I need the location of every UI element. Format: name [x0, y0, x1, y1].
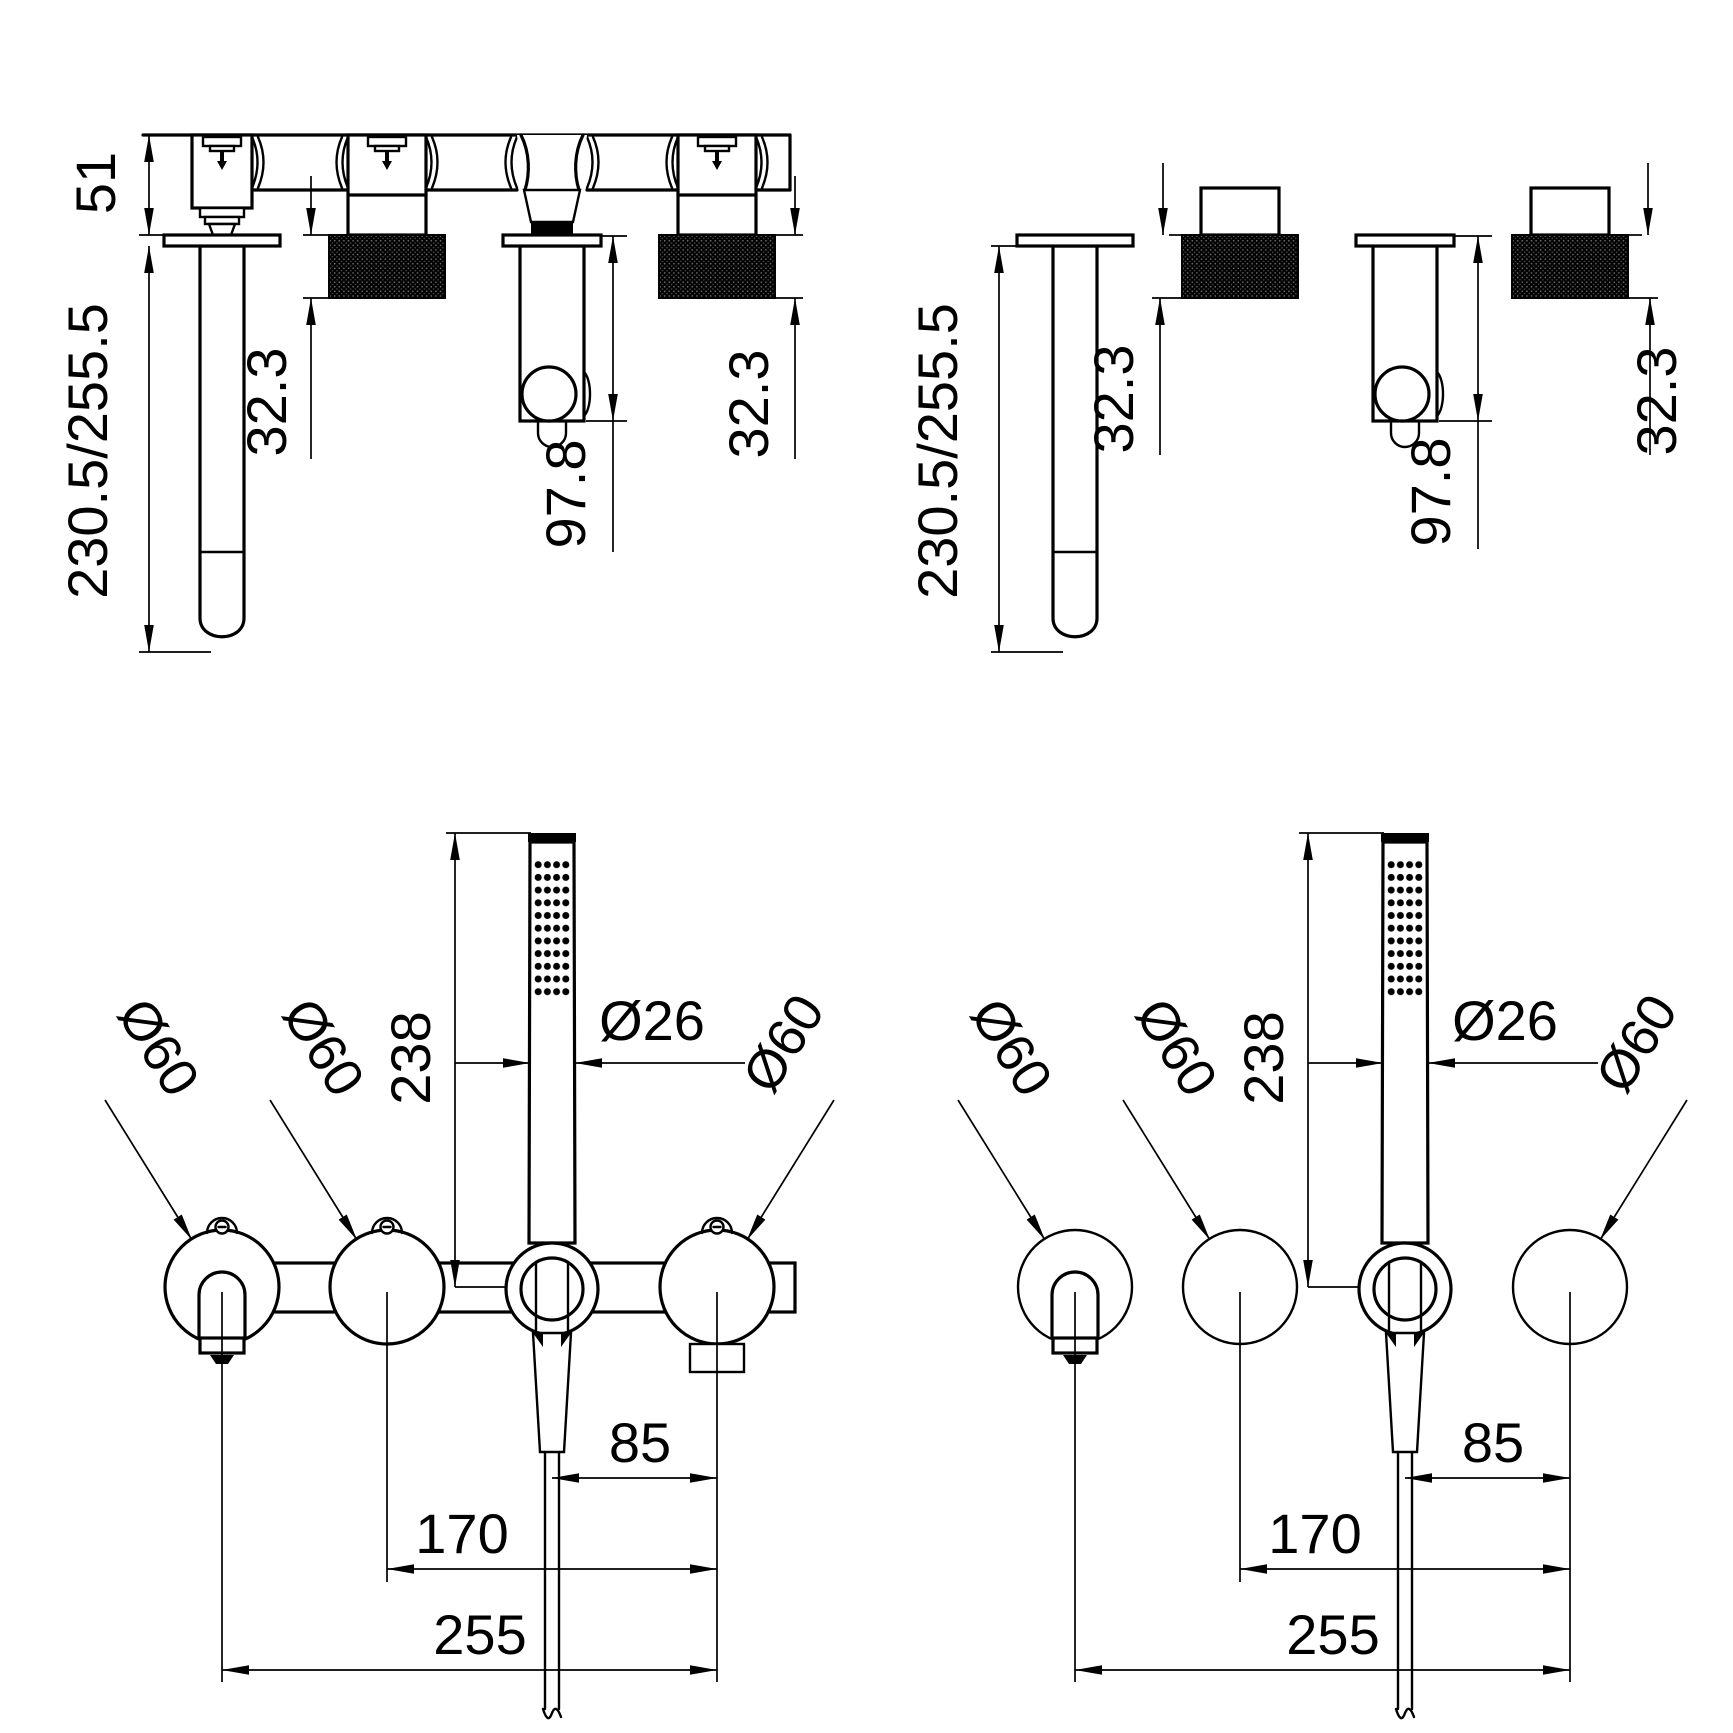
dim-diverter-97-8-trim: 97.8 — [1399, 235, 1492, 549]
dim-pitch-85: 85 — [552, 1411, 717, 1483]
dim-body-depth-51: 51 — [64, 135, 164, 236]
dim-pitch-85-trim: 85 — [1405, 1411, 1570, 1483]
dim-handshower-dia-26-trim: Ø26 — [1308, 989, 1598, 1068]
dim-pitch-255: 255 — [222, 1603, 717, 1675]
spout-side-view — [162, 206, 282, 639]
dim-label-dia26-trim: Ø26 — [1452, 989, 1558, 1052]
dim-spout-projection-right: 230.5/255.5 — [906, 245, 1063, 653]
handle-right-side-view — [658, 234, 776, 299]
center-lines-trim — [1074, 1292, 1571, 1682]
dim-handle-right-32-3: 32.3 — [717, 176, 803, 459]
dim-label-spout-right: 230.5/255.5 — [906, 303, 969, 599]
center-lines — [221, 1292, 718, 1682]
dim-pitch-170-trim: 170 — [1240, 1502, 1570, 1574]
dim-handle-left-32-3-trim: 32.3 — [1082, 163, 1182, 455]
view-bottom-left-front-rough-in: 238 Ø26 Ø60 Ø60 Ø60 85 — [104, 831, 836, 1720]
handle-right-trim — [1511, 186, 1629, 299]
dim-label-97-8: 97.8 — [534, 440, 597, 549]
dim-label-85: 85 — [609, 1411, 671, 1474]
dim-label-238-trim: 238 — [1232, 1011, 1295, 1104]
dim-label-32-3-left-trim: 32.3 — [1082, 345, 1145, 454]
dim-label-238: 238 — [379, 1011, 442, 1104]
dim-label-dia26: Ø26 — [599, 989, 705, 1052]
dim-label-170: 170 — [415, 1502, 508, 1565]
dim-diverter-97-8: 97.8 — [534, 235, 627, 552]
handle-left-side-view — [328, 234, 446, 299]
dim-label-spout: 230.5/255.5 — [56, 303, 119, 599]
diverter-side-view — [501, 188, 603, 449]
dim-spout-projection: 230.5/255.5 — [56, 246, 211, 653]
dim-handshower-dia-26: Ø26 — [455, 989, 745, 1068]
dim-pitch-255-trim: 255 — [1075, 1603, 1570, 1675]
dim-label-255: 255 — [433, 1603, 526, 1666]
dim-label-32-3-right: 32.3 — [717, 350, 780, 459]
handle-left-trim — [1181, 186, 1299, 299]
dim-handle-left-32-3: 32.3 — [235, 176, 329, 459]
dim-handshower-length-238-trim: 238 — [1232, 832, 1384, 1288]
dim-pitch-170: 170 — [387, 1502, 717, 1574]
view-top-left-side-rough-in: 51 230.5/255.5 32.3 97.8 — [56, 133, 803, 653]
view-top-right-side-trim: 230.5/255.5 32.3 97.8 32.3 — [906, 163, 1688, 653]
dim-label-32-3-left: 32.3 — [235, 348, 298, 457]
dim-handshower-length-238: 238 — [379, 832, 531, 1288]
dim-label-97-8-trim: 97.8 — [1399, 438, 1462, 547]
dim-label-255-trim: 255 — [1286, 1603, 1379, 1666]
dim-label-85-trim: 85 — [1462, 1411, 1524, 1474]
dim-label-32-3-right-trim: 32.3 — [1625, 347, 1688, 456]
dim-label-170-trim: 170 — [1268, 1502, 1361, 1565]
dim-handle-right-32-3-trim: 32.3 — [1625, 163, 1688, 456]
dim-label-51: 51 — [64, 152, 127, 214]
